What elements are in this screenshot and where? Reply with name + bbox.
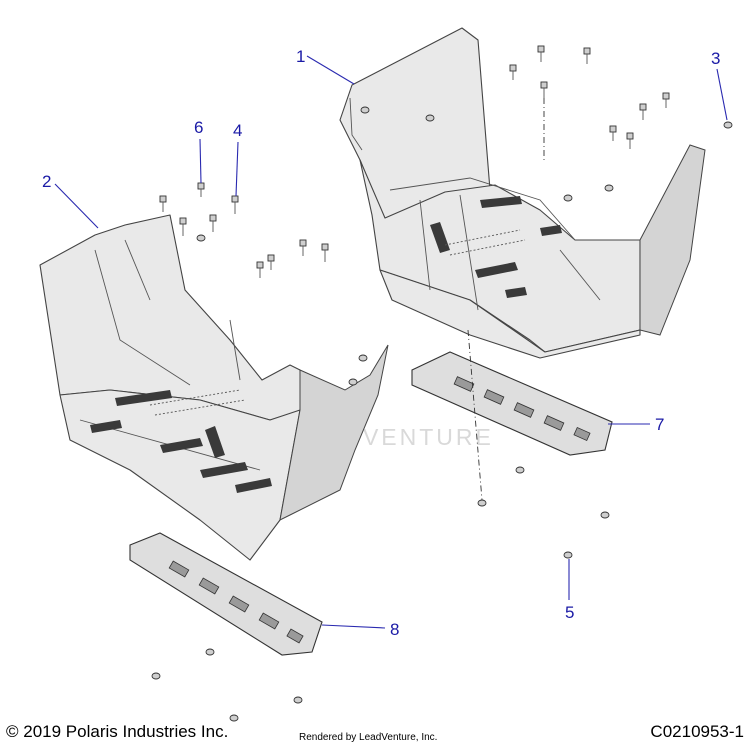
callout-1[interactable]: 1 [296,47,355,85]
callout-label-3: 3 [711,49,720,68]
diagram-code: C0210953-1 [650,722,744,741]
callout-3[interactable]: 3 [711,49,728,121]
callout-label-7: 7 [655,415,664,434]
left-footrest-plate[interactable] [129,532,323,656]
left-footwell-panel[interactable] [39,214,389,561]
rendered-by-text: Rendered by LeadVenture, Inc. [299,732,438,743]
callout-8[interactable]: 8 [321,620,399,639]
copyright-text: © 2019 Polaris Industries Inc. [6,722,229,741]
callout-label-6: 6 [194,118,203,137]
right-footwell-panel[interactable] [339,27,706,359]
callout-label-5: 5 [565,603,574,622]
callout-5[interactable]: 5 [565,559,574,622]
callout-7[interactable]: 7 [608,415,664,434]
callout-label-1: 1 [296,47,305,66]
callout-2[interactable]: 2 [42,172,99,229]
callout-label-4: 4 [233,121,242,140]
callout-6[interactable]: 6 [194,118,203,184]
callout-4[interactable]: 4 [233,121,242,197]
callout-label-2: 2 [42,172,51,191]
callout-label-8: 8 [390,620,399,639]
right-footrest-plate[interactable] [411,351,613,456]
